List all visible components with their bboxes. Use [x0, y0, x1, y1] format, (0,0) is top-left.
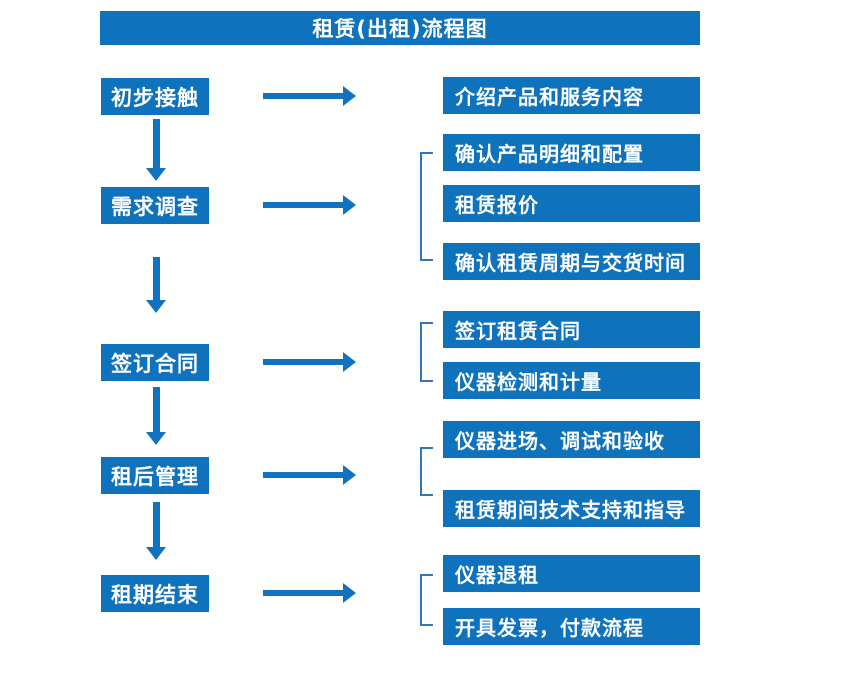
- right-arrow: [263, 195, 356, 215]
- detail-box-confirm-rental-period-delivery: 确认租赁周期与交货时间: [443, 243, 700, 280]
- right-arrow: [263, 352, 356, 372]
- bracket-connector: [420, 447, 434, 496]
- detail-box-instrument-inspection-metering: 仪器检测和计量: [443, 362, 700, 399]
- detail-box-instrument-arrival-acceptance: 仪器进场、调试和验收: [443, 421, 700, 458]
- detail-box-rental-quote: 租赁报价: [443, 185, 700, 222]
- down-arrow: [145, 502, 167, 560]
- bracket-connector: [420, 152, 434, 261]
- step-box-initial-contact: 初步接触: [101, 78, 209, 115]
- right-arrow: [263, 465, 356, 485]
- right-arrow: [263, 583, 356, 603]
- step-box-post-rental-management: 租后管理: [101, 457, 209, 494]
- title-bar: 租赁(出租)流程图: [100, 11, 700, 45]
- detail-box-invoice-payment-process: 开具发票，付款流程: [443, 608, 700, 645]
- down-arrow: [145, 387, 167, 445]
- bracket-connector: [420, 322, 434, 382]
- right-arrow: [263, 86, 356, 106]
- bracket-connector: [420, 574, 434, 626]
- page-title: 租赁(出租)流程图: [312, 17, 488, 41]
- down-arrow: [145, 119, 167, 181]
- detail-box-instrument-return: 仪器退租: [443, 555, 700, 592]
- step-box-rental-end: 租期结束: [101, 575, 209, 612]
- detail-box-confirm-product-details-config: 确认产品明细和配置: [443, 134, 700, 171]
- step-box-demand-survey: 需求调查: [101, 187, 209, 224]
- down-arrow: [145, 257, 167, 313]
- step-box-sign-contract: 签订合同: [101, 344, 209, 381]
- detail-box-sign-rental-contract: 签订租赁合同: [443, 311, 700, 348]
- detail-box-introduce-products-services: 介绍产品和服务内容: [443, 77, 700, 114]
- detail-box-rental-tech-support-guidance: 租赁期间技术支持和指导: [443, 490, 700, 527]
